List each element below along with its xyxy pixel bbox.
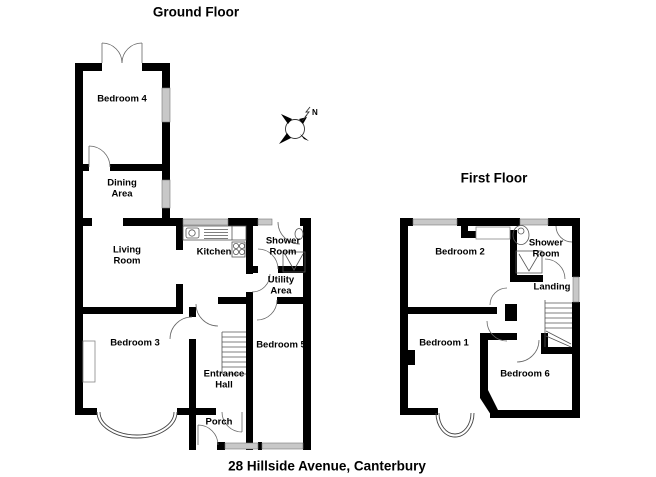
window — [161, 179, 171, 209]
door-arc — [544, 258, 566, 280]
window — [182, 218, 229, 226]
room-label-entrance-hall: Entrance Hall — [203, 368, 245, 390]
door-arc — [251, 273, 271, 293]
room-label-bedroom-6: Bedroom 6 — [500, 368, 550, 380]
window — [519, 218, 549, 226]
shower-tray — [282, 251, 306, 273]
bay-window — [435, 412, 475, 438]
door-arc — [555, 225, 573, 243]
ground-floor-plan — [75, 42, 311, 450]
ground-floor-windows — [161, 87, 304, 450]
room-label-bedroom-4: Bedroom 4 — [97, 93, 147, 105]
compass-north-label: N — [312, 108, 318, 117]
address-title: 28 Hillside Avenue, Canterbury — [228, 458, 426, 474]
ground-floor-doors — [88, 42, 301, 446]
sink — [185, 227, 200, 239]
ground-floor-walls — [75, 63, 311, 450]
door-arc — [486, 320, 508, 342]
kitchen-units — [182, 225, 247, 258]
room-label-shower-room-ff: Shower Room — [528, 237, 564, 259]
stairs-first-floor — [544, 300, 572, 348]
window — [224, 442, 259, 450]
room-label-bedroom-1: Bedroom 1 — [419, 337, 469, 349]
room-label-bedroom-3: Bedroom 3 — [110, 337, 160, 349]
hob — [231, 241, 246, 258]
compass-icon — [279, 106, 311, 144]
room-label-living-room: Living Room — [113, 244, 141, 266]
stairs-ground-floor — [221, 331, 246, 375]
door-arc — [277, 221, 301, 245]
shower-room-fixtures — [282, 228, 306, 273]
window — [572, 276, 580, 303]
french-doors — [101, 42, 143, 64]
door-arc — [197, 424, 219, 446]
door-arc — [221, 411, 243, 433]
door-arc — [489, 287, 508, 306]
room-label-kitchen: Kitchen — [196, 246, 232, 258]
first-floor-walls — [400, 218, 580, 418]
first-floor-plan — [400, 218, 580, 438]
room-label-utility-area: Utility Area — [267, 274, 295, 296]
window — [412, 218, 458, 226]
window — [161, 87, 171, 123]
room-label-porch: Porch — [205, 416, 233, 428]
room-label-bedroom-2: Bedroom 2 — [435, 246, 485, 258]
room-label-shower-room-gf: Shower Room — [265, 235, 301, 257]
first-floor-doors — [486, 225, 573, 363]
window — [261, 442, 304, 450]
door-arc — [257, 248, 279, 270]
first-floor-title: First Floor — [460, 170, 528, 186]
basin — [512, 225, 530, 245]
ground-floor-title: Ground Floor — [152, 4, 240, 20]
drainer — [204, 229, 228, 239]
chimney-breast — [82, 340, 96, 383]
cupboard — [475, 226, 511, 240]
door-arc — [516, 339, 540, 363]
door-arc — [256, 299, 278, 321]
room-label-dining-area: Dining Area — [107, 177, 137, 199]
bay-window — [96, 411, 178, 439]
window — [257, 218, 273, 226]
door-arc — [169, 316, 193, 340]
door-arc — [195, 303, 219, 327]
basin — [294, 228, 304, 240]
first-floor-windows — [412, 218, 580, 303]
door-arc — [88, 145, 111, 168]
room-label-landing: Landing — [533, 281, 571, 293]
shower-room-fixtures — [512, 225, 543, 274]
shower-tray — [515, 250, 543, 274]
room-label-bedroom-5: Bedroom 5 — [256, 339, 306, 351]
